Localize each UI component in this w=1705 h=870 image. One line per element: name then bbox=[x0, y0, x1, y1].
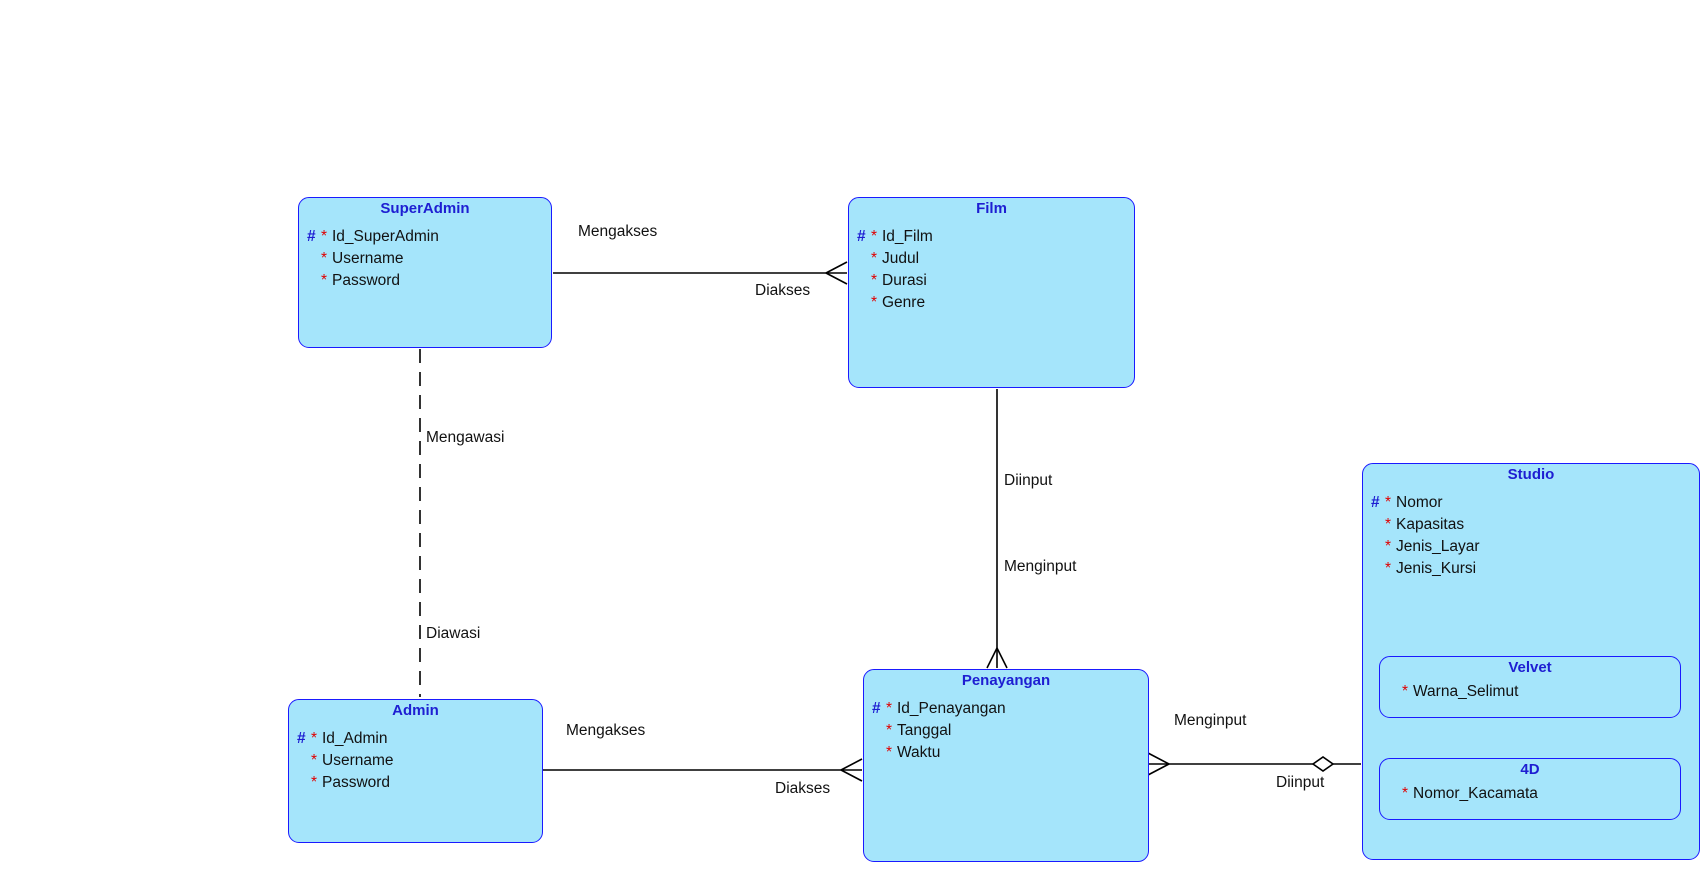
attribute-name: Id_Admin bbox=[322, 730, 388, 747]
mandatory-marker: * bbox=[886, 722, 893, 739]
mandatory-marker: * bbox=[311, 730, 318, 747]
attribute-name: Jenis_Layar bbox=[1396, 538, 1480, 555]
mandatory-marker: * bbox=[871, 250, 878, 267]
mandatory-marker: * bbox=[1402, 785, 1409, 802]
attribute-row: * Judul bbox=[849, 248, 1134, 270]
mandatory-marker: * bbox=[871, 272, 878, 289]
mandatory-marker: * bbox=[871, 228, 878, 245]
mandatory-marker: * bbox=[311, 752, 318, 769]
mandatory-marker: * bbox=[1385, 494, 1392, 511]
subtype-4d[interactable]: 4D * Nomor_Kacamata bbox=[1379, 758, 1681, 820]
primary-key-marker: # bbox=[297, 730, 306, 747]
attribute-name: Genre bbox=[882, 294, 926, 311]
entity-penayangan[interactable]: Penayangan # * Id_Penayangan * Tanggal *… bbox=[863, 669, 1149, 862]
attribute-name: Judul bbox=[882, 250, 920, 267]
attribute-name: Warna_Selimut bbox=[1413, 683, 1519, 700]
subtype-title: 4D bbox=[1520, 761, 1540, 778]
rel-label-diakses-film: Diakses bbox=[755, 282, 811, 299]
entity-title: Penayangan bbox=[961, 672, 1051, 689]
attribute-row: * Password bbox=[289, 772, 542, 794]
entity-studio[interactable]: Studio # * Nomor * Kapasitas * Jenis_Lay… bbox=[1362, 463, 1700, 860]
mandatory-marker: * bbox=[871, 294, 878, 311]
attribute-name: Kapasitas bbox=[1396, 516, 1465, 533]
attribute-row: * Tanggal bbox=[864, 720, 1148, 742]
mandatory-marker: * bbox=[321, 228, 328, 245]
entity-title: Film bbox=[976, 200, 1007, 217]
mandatory-marker: * bbox=[321, 250, 328, 267]
mandatory-marker: * bbox=[311, 774, 318, 791]
attribute-name: Durasi bbox=[882, 272, 927, 289]
attribute-row: * Password bbox=[299, 270, 551, 292]
attribute-name: Id_Film bbox=[882, 228, 933, 245]
mandatory-marker: * bbox=[1385, 538, 1392, 555]
attribute-name: Nomor_Kacamata bbox=[1413, 785, 1538, 802]
rel-label-diinput-studio: Diinput bbox=[1276, 774, 1325, 791]
mandatory-marker: * bbox=[321, 272, 328, 289]
attribute-row: * Kapasitas bbox=[1363, 514, 1699, 536]
attribute-row: * Warna_Selimut bbox=[1380, 681, 1680, 703]
mandatory-marker: * bbox=[1402, 683, 1409, 700]
subtype-velvet[interactable]: Velvet * Warna_Selimut bbox=[1379, 656, 1681, 718]
attribute-name: Password bbox=[332, 272, 401, 289]
attribute-name: Nomor bbox=[1396, 494, 1443, 511]
primary-key-marker: # bbox=[307, 228, 316, 245]
attribute-row: * Username bbox=[289, 750, 542, 772]
attribute-name: Waktu bbox=[897, 744, 941, 761]
attribute-name: Jenis_Kursi bbox=[1396, 560, 1477, 577]
entity-title: Admin bbox=[392, 702, 439, 719]
entity-film[interactable]: Film # * Id_Film * Judul * Durasi * Genr… bbox=[848, 197, 1135, 388]
mandatory-marker: * bbox=[886, 700, 893, 717]
attribute-row: * Nomor_Kacamata bbox=[1380, 783, 1680, 805]
entity-superadmin[interactable]: SuperAdmin # * Id_SuperAdmin * Username … bbox=[298, 197, 552, 348]
attribute-name: Username bbox=[332, 250, 404, 267]
rel-label-mengawasi: Mengawasi bbox=[426, 429, 505, 446]
attribute-row: # * Id_Film bbox=[849, 226, 1134, 248]
rel-label-mengakses-superadmin: Mengakses bbox=[578, 223, 658, 240]
attribute-name: Password bbox=[322, 774, 391, 791]
crowfoot-penayangan-top bbox=[986, 647, 1008, 669]
mandatory-marker: * bbox=[886, 744, 893, 761]
attribute-row: * Waktu bbox=[864, 742, 1148, 764]
crowfoot-penayangan-right bbox=[1147, 752, 1170, 776]
entity-title: Studio bbox=[1507, 466, 1555, 483]
primary-key-marker: # bbox=[1371, 494, 1380, 511]
attribute-name: Id_Penayangan bbox=[897, 700, 1006, 717]
attribute-row: # * Id_Admin bbox=[289, 728, 542, 750]
mandatory-marker: * bbox=[1385, 560, 1392, 577]
attribute-row: * Genre bbox=[849, 292, 1134, 314]
attribute-name: Username bbox=[322, 752, 394, 769]
attribute-row: * Username bbox=[299, 248, 551, 270]
attribute-row: # * Nomor bbox=[1363, 492, 1699, 514]
entity-title: SuperAdmin bbox=[380, 200, 470, 217]
primary-key-marker: # bbox=[857, 228, 866, 245]
attribute-row: * Jenis_Layar bbox=[1363, 536, 1699, 558]
attribute-name: Tanggal bbox=[897, 722, 952, 739]
primary-key-marker: # bbox=[872, 700, 881, 717]
mandatory-marker: * bbox=[1385, 516, 1392, 533]
crowfoot-film-end bbox=[825, 261, 848, 285]
rel-label-diawasi: Diawasi bbox=[426, 625, 481, 642]
rel-label-menginput-studio: Menginput bbox=[1174, 712, 1247, 729]
rel-label-mengakses-admin: Mengakses bbox=[566, 722, 646, 739]
attribute-name: Id_SuperAdmin bbox=[332, 228, 439, 245]
attribute-row: # * Id_Penayangan bbox=[864, 698, 1148, 720]
attribute-row: * Jenis_Kursi bbox=[1363, 558, 1699, 580]
diamond-studio-end bbox=[1311, 756, 1335, 772]
attribute-row: * Durasi bbox=[849, 270, 1134, 292]
rel-label-diakses-penayangan: Diakses bbox=[775, 780, 831, 797]
subtype-title: Velvet bbox=[1508, 659, 1552, 676]
entity-admin[interactable]: Admin # * Id_Admin * Username * Password bbox=[288, 699, 543, 843]
rel-label-diinput-film: Diinput bbox=[1004, 472, 1053, 489]
rel-label-menginput-penayangan: Menginput bbox=[1004, 558, 1077, 575]
attribute-row: # * Id_SuperAdmin bbox=[299, 226, 551, 248]
crowfoot-penayangan-left bbox=[840, 758, 863, 782]
